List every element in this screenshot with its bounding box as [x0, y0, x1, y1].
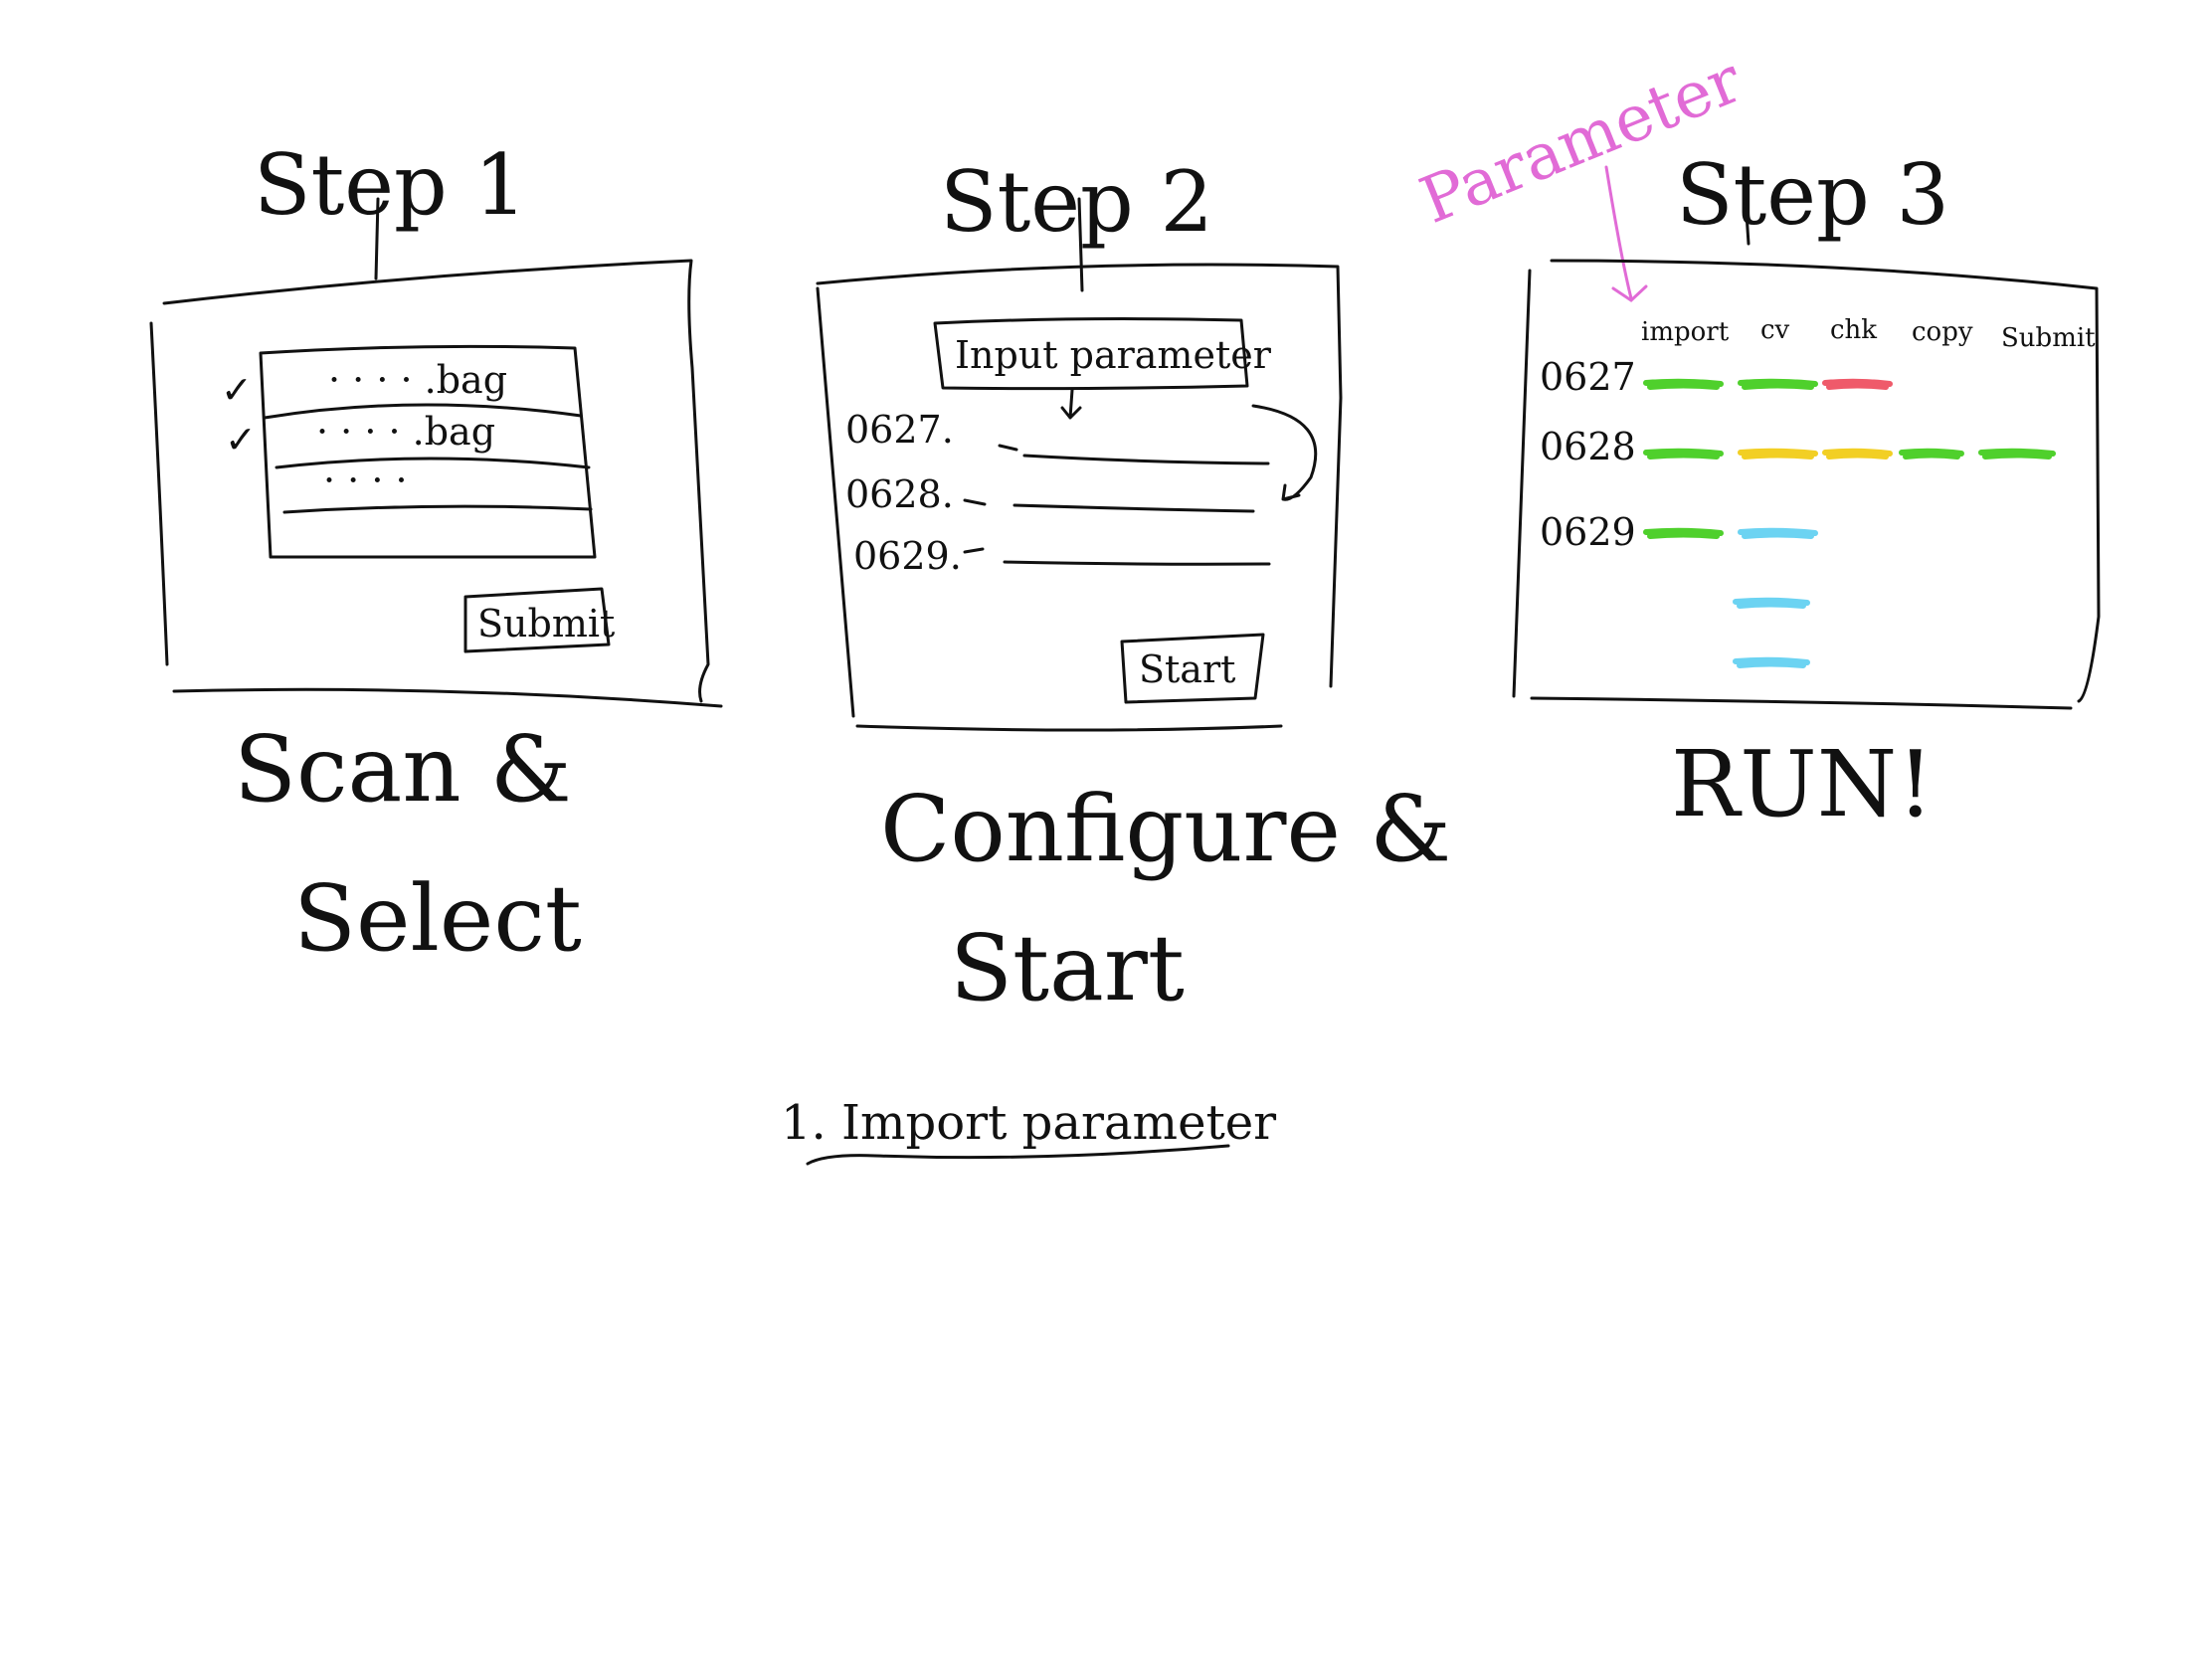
step1-list-divider — [263, 403, 583, 420]
step2-start-button[interactable]: Start — [1139, 647, 1235, 691]
note-text: 1. Import parameter — [781, 1095, 1276, 1151]
step1-connector — [374, 197, 380, 280]
step3-column-header: copy — [1912, 317, 1973, 347]
step2-row-input[interactable] — [963, 547, 1271, 566]
step3-connector — [1744, 197, 1751, 246]
step3-column-header: import — [1641, 317, 1730, 347]
step1-caption: Scan & — [234, 716, 572, 823]
step2-row-label: 0628. — [845, 472, 954, 516]
step1-window-frame — [149, 259, 723, 708]
step2-import-button[interactable]: Input parameter — [955, 333, 1272, 377]
status-bar-green — [1738, 378, 1818, 390]
step1-file-row[interactable]: · · · · .bag — [316, 410, 495, 454]
step2-start-button-border — [1120, 633, 1265, 704]
curved-arrow-icon — [1251, 404, 1318, 501]
note: 1. Import parameter — [781, 1095, 1276, 1166]
status-bar-green — [1978, 448, 2056, 460]
step3-row-label: 0628 — [1540, 425, 1636, 468]
step3-column-header: Submit — [2001, 323, 2096, 353]
step3-column-header: chk — [1830, 315, 1877, 345]
status-bar-green — [1643, 448, 1724, 460]
step1-check-icon[interactable]: ✓ — [221, 368, 253, 412]
step2-row-label: 0629. — [853, 534, 962, 578]
down-arrow-icon — [1060, 388, 1082, 420]
step2-caption: Configure & — [880, 776, 1451, 882]
status-bar-yellow — [1822, 448, 1893, 460]
step2-panel: Step 2 Input parameter 0627. 0628. 0629.… — [816, 153, 1451, 1021]
step2-row-input[interactable] — [998, 444, 1270, 465]
step1-file-row[interactable]: · · · · — [323, 459, 408, 502]
step2-row-input[interactable] — [963, 498, 1255, 513]
step2-caption: Start — [950, 915, 1185, 1021]
step3-panel: Step 3 Parameter import cv chk copy Subm… — [1410, 44, 2101, 837]
step2-title: Step 2 — [940, 153, 1213, 251]
step3-row-label: 0629 — [1540, 510, 1636, 554]
step2-import-button-border — [933, 317, 1249, 391]
step1-file-list — [259, 344, 597, 559]
step3-caption: RUN! — [1671, 731, 1934, 837]
step1-list-divider — [275, 457, 591, 469]
status-bar-green — [1643, 527, 1724, 539]
queued-status-bar-cyan — [1733, 597, 1810, 609]
step1-panel: Step 1 · · · · .bag · · · · .bag · · · ·… — [149, 136, 723, 972]
status-bar-cyan — [1738, 527, 1818, 539]
step2-connector — [1077, 197, 1084, 292]
step3-column-header: cv — [1760, 315, 1790, 345]
step1-check-icon[interactable]: ✓ — [225, 418, 257, 461]
queued-status-bar-cyan — [1733, 656, 1810, 668]
status-bar-green — [1643, 378, 1724, 390]
step1-caption: Select — [293, 865, 582, 972]
note-underline — [806, 1144, 1230, 1166]
step1-submit-button-border — [463, 587, 611, 653]
status-bar-green — [1899, 448, 1964, 460]
status-bar-yellow — [1738, 448, 1818, 460]
annotation-arrow-icon — [1604, 165, 1648, 302]
step2-window-frame — [816, 263, 1343, 732]
step3-window-frame — [1512, 259, 2101, 710]
step1-submit-button[interactable]: Submit — [477, 602, 615, 645]
step3-status-bars — [1643, 378, 2056, 668]
step3-title: Step 3 — [1676, 146, 1949, 244]
step3-row-label: 0627 — [1540, 355, 1636, 399]
step1-list-divider — [282, 504, 593, 514]
step1-file-row[interactable]: · · · · .bag — [328, 358, 507, 402]
status-bar-red — [1822, 378, 1893, 390]
step2-row-label: 0627. — [845, 408, 954, 452]
step1-title: Step 1 — [254, 136, 527, 234]
